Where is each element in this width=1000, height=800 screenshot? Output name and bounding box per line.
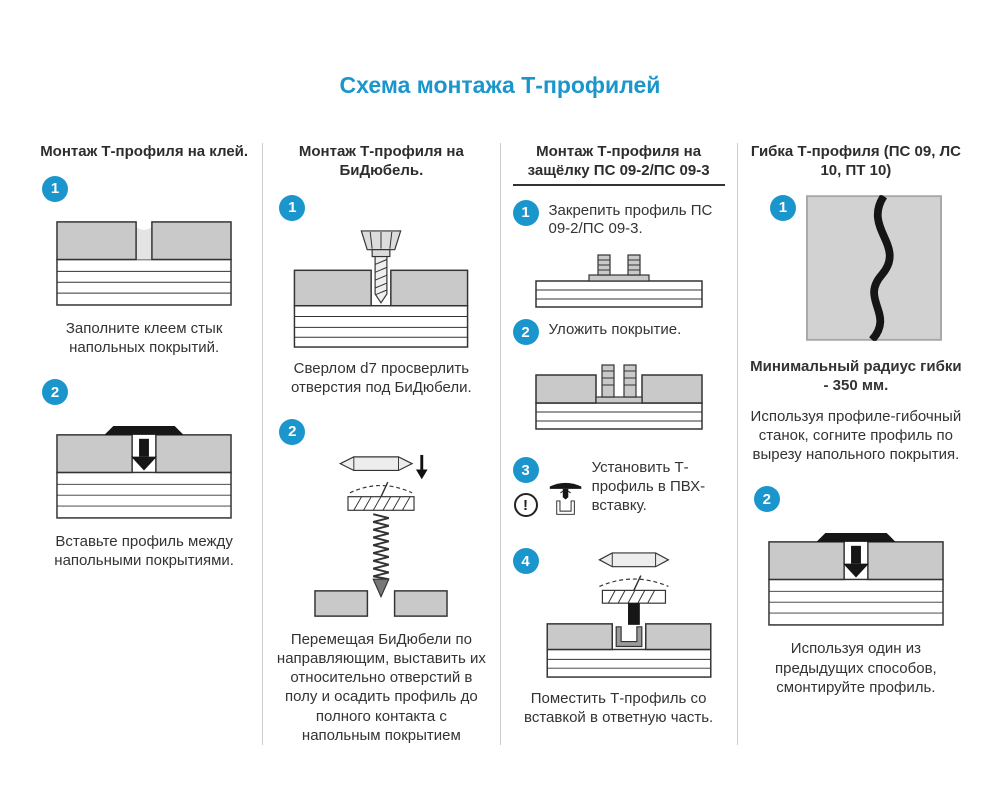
latch-step-2: 2 Уложить покрытие. bbox=[512, 319, 725, 345]
step-caption: Поместить Т-профиль со вставкой в ответн… bbox=[524, 690, 714, 727]
step-caption: Перемещая БиДюбели по направляющим, выст… bbox=[276, 630, 486, 744]
step-caption: Вставьте профиль между напольными покрыт… bbox=[54, 533, 234, 570]
badge-warning-group: 3 ! bbox=[512, 457, 539, 517]
floor-glue-joint-illustration bbox=[55, 210, 233, 309]
step-number-badge: 3 bbox=[512, 457, 539, 483]
step-caption: Закрепить профиль ПС 09-2/ПС 09-3. bbox=[548, 201, 713, 238]
step-caption: Сверлом d7 просверлить отверстия под БиД… bbox=[291, 359, 472, 396]
bent-profile-illustration bbox=[806, 195, 942, 341]
step-number-badge: 2 bbox=[42, 379, 68, 406]
latch-step-1: 1 Закрепить профиль ПС 09-2/ПС 09-3. bbox=[512, 199, 725, 240]
tprofile-insert-floor-illustration bbox=[767, 520, 945, 629]
glue-step-2: 2 Вставьте профиль между напольными покр… bbox=[38, 379, 250, 570]
step-caption: Используя профиле-гибочный станок, согни… bbox=[750, 407, 962, 464]
page-title: Схема монтажа Т-профилей bbox=[339, 72, 661, 98]
column-bidowel: Монтаж Т-профиля на БиДюбель. 1 Сверлом … bbox=[262, 143, 499, 745]
step-number-badge: 2 bbox=[512, 319, 539, 345]
column-bidowel-heading: Монтаж Т-профиля на БиДюбель. bbox=[298, 143, 464, 179]
step-caption: Установить Т-профиль в ПВХ-вставку. bbox=[591, 459, 706, 514]
bending-step-1: 1 bbox=[750, 194, 962, 341]
step-number-badge: 2 bbox=[279, 418, 306, 445]
step-caption: Используя один из предыдущих способов, с… bbox=[775, 640, 937, 696]
bidowel-step-2: 2 Перемещая БиДюбели по направляющим, вы… bbox=[275, 418, 487, 745]
tprofile-insert-floor-illustration bbox=[55, 413, 233, 522]
latch-step-4: 4 bbox=[512, 548, 725, 681]
step-number-badge: 1 bbox=[42, 175, 68, 202]
bidowel-screw-illustration bbox=[313, 453, 449, 620]
latch-profile-illustration bbox=[534, 247, 704, 309]
columns-container: Монтаж Т-профиля на клей. 1 Заполните кл… bbox=[26, 143, 974, 745]
min-radius-note: Минимальный радиус гибки - 350 мм. bbox=[750, 357, 962, 394]
drill-illustration bbox=[292, 229, 470, 349]
glue-step-1: 1 Заполните клеем стык напольных покрыти… bbox=[38, 175, 250, 379]
column-bending-heading: Гибка Т-профиля (ПС 09, ЛС 10, ПТ 10) bbox=[750, 143, 961, 179]
covering-laid-illustration bbox=[534, 353, 704, 431]
column-latch-heading: Монтаж Т-профиля на защёлку ПС 09-2/ПС 0… bbox=[512, 143, 725, 186]
step-caption: Заполните клеем стык напольных покрытий. bbox=[65, 319, 223, 356]
hammer-install-illustration bbox=[545, 548, 713, 681]
step-number-badge: 4 bbox=[512, 548, 539, 574]
warning-icon: ! bbox=[513, 493, 538, 517]
column-bending: Гибка Т-профиля (ПС 09, ЛС 10, ПТ 10) 1 … bbox=[736, 143, 974, 745]
step-number-badge: 2 bbox=[753, 486, 780, 513]
column-latch: Монтаж Т-профиля на защёлку ПС 09-2/ПС 0… bbox=[499, 143, 737, 745]
bidowel-step-1: 1 Сверлом d7 просверлить отверстия под Б… bbox=[275, 194, 487, 419]
step-number-badge: 1 bbox=[769, 194, 796, 221]
bending-step-2: 2 Используя один из предыдущих способов,… bbox=[750, 486, 962, 697]
latch-step-3: 3 ! Установить Т-профиль в ПВХ-вставку. bbox=[512, 457, 725, 536]
step-number-badge: 1 bbox=[512, 199, 539, 226]
column-glue-heading: Монтаж Т-профиля на клей. bbox=[40, 143, 249, 160]
step-number-badge: 1 bbox=[279, 194, 306, 221]
step-caption: Уложить покрытие. bbox=[548, 321, 682, 338]
tprofile-pvc-insert-illustration bbox=[547, 457, 584, 536]
column-glue: Монтаж Т-профиля на клей. 1 Заполните кл… bbox=[26, 143, 262, 745]
